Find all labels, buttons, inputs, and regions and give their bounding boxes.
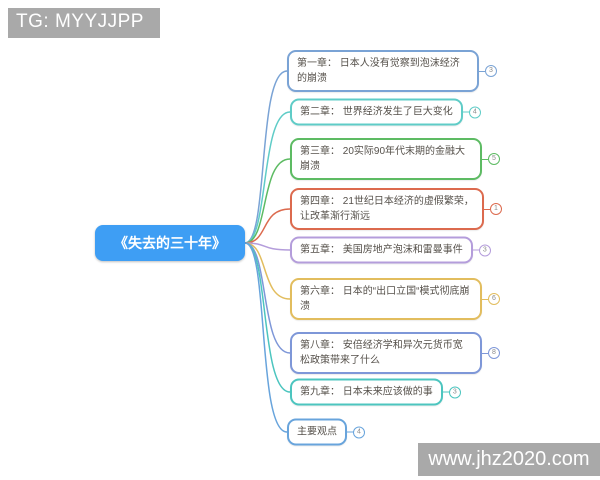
mindmap-root-node[interactable]: 《失去的三十年》 bbox=[95, 225, 245, 261]
branch-row: 第一章： 日本人没有觉察到泡沫经济的崩溃 3 bbox=[287, 50, 497, 92]
collapse-count-badge[interactable]: 3 bbox=[478, 244, 491, 256]
badge-connector-line bbox=[482, 352, 488, 354]
collapse-count-badge[interactable]: 8 bbox=[488, 347, 500, 359]
branch-curve bbox=[244, 242, 291, 393]
badge-connector-line bbox=[442, 391, 449, 393]
badge-connector-line bbox=[484, 208, 490, 210]
branch-curve bbox=[244, 111, 291, 244]
mindmap-node[interactable]: 主要观点 bbox=[287, 418, 347, 446]
branch-curve bbox=[244, 242, 291, 354]
branch-curve bbox=[244, 242, 288, 433]
mindmap-node[interactable]: 第一章： 日本人没有觉察到泡沫经济的崩溃 bbox=[287, 50, 479, 92]
collapse-count-badge[interactable]: 6 bbox=[488, 293, 500, 305]
branch-row: 第八章： 安倍经济学和异次元货币宽松政策带来了什么 8 bbox=[290, 332, 500, 374]
branch-curve bbox=[244, 242, 291, 300]
branch-row: 第二章： 世界经济发生了巨大变化 4 bbox=[290, 98, 481, 126]
tg-watermark-badge: TG: MYYJJPP bbox=[8, 8, 160, 38]
badge-connector-line bbox=[472, 249, 479, 251]
branch-curve bbox=[244, 158, 291, 244]
collapse-count-badge[interactable]: 5 bbox=[488, 153, 500, 165]
collapse-count-badge[interactable]: 3 bbox=[485, 65, 497, 77]
mindmap-node[interactable]: 第六章： 日本的“出口立国“模式彻底崩溃 bbox=[290, 278, 482, 320]
branch-curve bbox=[244, 208, 291, 244]
branch-row: 第四章： 21世纪日本经济的虚假繁荣，让改革渐行渐远 1 bbox=[290, 188, 502, 230]
branch-curve bbox=[244, 70, 288, 244]
badge-connector-line bbox=[347, 431, 353, 433]
mindmap-node[interactable]: 第九章： 日本未来应该做的事 bbox=[290, 378, 443, 406]
branch-row: 第九章： 日本未来应该做的事 3 bbox=[290, 378, 461, 406]
branch-curve bbox=[244, 242, 291, 251]
collapse-count-badge[interactable]: 4 bbox=[353, 426, 365, 438]
mindmap-node[interactable]: 第八章： 安倍经济学和异次元货币宽松政策带来了什么 bbox=[290, 332, 482, 374]
badge-connector-line bbox=[482, 298, 488, 300]
collapse-count-badge[interactable]: 4 bbox=[468, 106, 481, 118]
branch-row: 第六章： 日本的“出口立国“模式彻底崩溃 6 bbox=[290, 278, 500, 320]
mindmap-node[interactable]: 第四章： 21世纪日本经济的虚假繁荣，让改革渐行渐远 bbox=[290, 188, 484, 230]
collapse-count-badge[interactable]: 1 bbox=[490, 203, 502, 215]
branch-row: 主要观点 4 bbox=[287, 418, 365, 446]
badge-connector-line bbox=[482, 158, 488, 160]
branch-row: 第五章： 美国房地产泡沫和雷曼事件 3 bbox=[290, 236, 491, 264]
mindmap-node[interactable]: 第五章： 美国房地产泡沫和雷曼事件 bbox=[290, 236, 473, 264]
mindmap-node[interactable]: 第二章： 世界经济发生了巨大变化 bbox=[290, 98, 463, 126]
badge-connector-line bbox=[479, 70, 485, 72]
badge-connector-line bbox=[462, 111, 469, 113]
collapse-count-badge[interactable]: 3 bbox=[448, 386, 461, 398]
site-watermark: www.jhz2020.com bbox=[418, 443, 600, 476]
branch-row: 第三章： 20实际90年代末期的金融大崩溃 5 bbox=[290, 138, 500, 180]
mindmap-node[interactable]: 第三章： 20实际90年代末期的金融大崩溃 bbox=[290, 138, 482, 180]
